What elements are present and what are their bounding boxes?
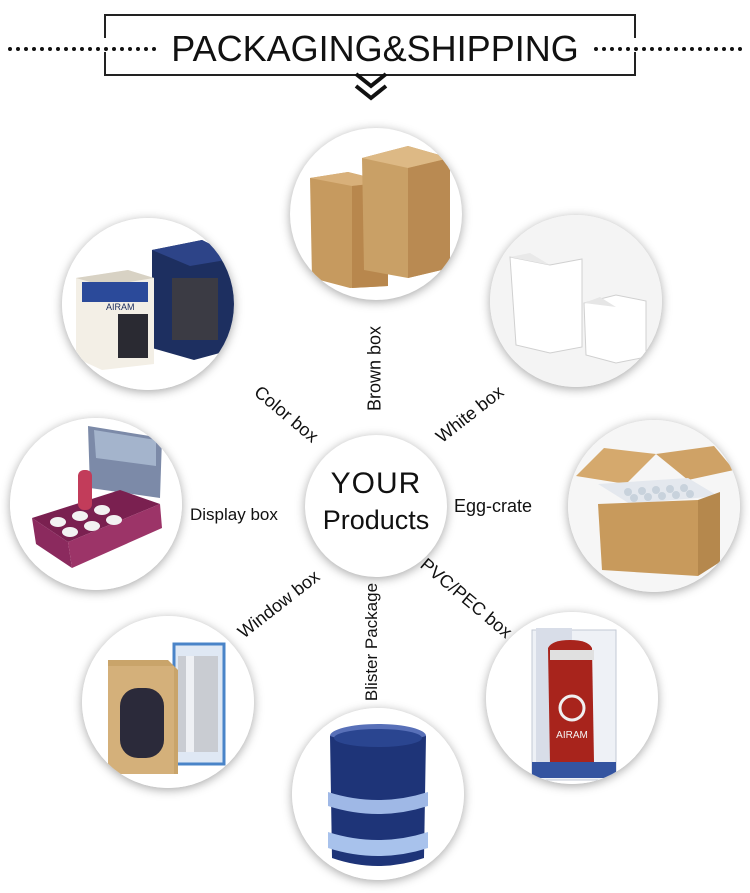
blister-package-illustration [292, 708, 464, 880]
label-white-box: White box [431, 381, 508, 447]
label-display-box: Display box [190, 505, 278, 524]
egg-crate-illustration [568, 420, 740, 592]
page-title: PACKAGING&SHIPPING [171, 28, 579, 69]
header: PACKAGING&SHIPPING [0, 0, 750, 110]
display-box-image [10, 418, 182, 590]
pvc-box-image: AIRAM [486, 612, 658, 784]
egg-crate-image [568, 420, 740, 592]
center-line-2: Products [322, 505, 430, 535]
window-box-illustration [82, 616, 254, 788]
blister-package-image [292, 708, 464, 880]
title-frame-gap [104, 38, 636, 52]
label-color-box: Color box [250, 381, 323, 447]
brown-box-illustration [310, 146, 450, 288]
color-box-brand: AIRAM [106, 302, 135, 312]
center-hub: YOUR Products [305, 435, 447, 577]
right-dotted-line [594, 38, 746, 51]
center-line-1: YOUR [330, 467, 422, 500]
label-brown-box: Brown box [364, 325, 385, 412]
pvc-box-illustration: AIRAM [486, 612, 658, 784]
brown-box-image [290, 128, 462, 300]
color-box-image: AIRAM [62, 218, 234, 390]
double-chevron-down-icon [354, 72, 388, 101]
label-blister-package: Blister Package [362, 582, 381, 702]
label-window-box: Window box [233, 566, 324, 643]
pvc-box-brand: AIRAM [556, 730, 588, 741]
label-egg-crate: Egg-crate [454, 496, 533, 516]
label-pvc-box: PVC/PEC box [416, 554, 517, 643]
left-dotted-line [8, 38, 160, 51]
display-box-illustration [10, 418, 182, 590]
window-box-image [82, 616, 254, 788]
white-box-illustration [490, 215, 662, 387]
white-box-image [490, 215, 662, 387]
color-box-illustration: AIRAM [62, 218, 234, 390]
